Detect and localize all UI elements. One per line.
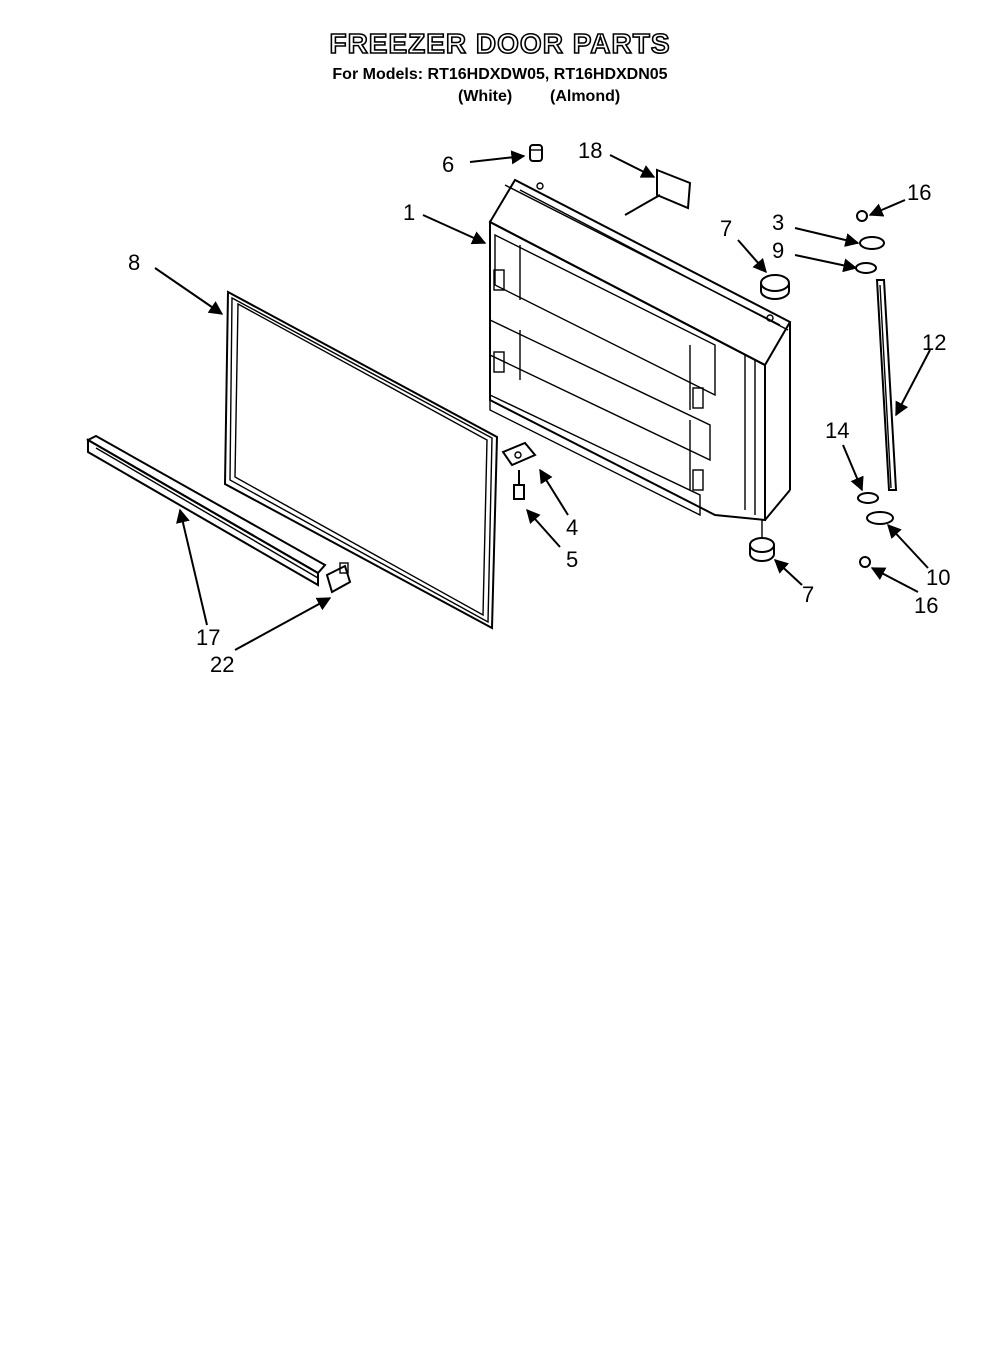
variant-white: (White) xyxy=(458,88,513,105)
callout-7-bottom: 7 xyxy=(802,582,814,607)
door-panel xyxy=(488,178,792,522)
callout-16-bottom: 16 xyxy=(914,593,938,618)
callout-14: 14 xyxy=(825,418,849,443)
door-trim-strip xyxy=(85,434,327,587)
bottom-bushing xyxy=(749,520,775,562)
page-title: FREEZER DOOR PARTS xyxy=(329,27,671,60)
top-bushing xyxy=(760,274,790,300)
callout-22: 22 xyxy=(210,652,234,677)
variant-almond: (Almond) xyxy=(550,88,621,105)
callout-12: 12 xyxy=(922,330,946,355)
callout-labels: 6 18 1 7 8 16 3 9 12 14 10 16 4 5 7 17 2… xyxy=(128,138,950,677)
leader-arrows xyxy=(154,150,931,651)
callout-8: 8 xyxy=(128,250,140,275)
callout-4: 4 xyxy=(566,515,578,540)
callout-9: 9 xyxy=(772,238,784,263)
callout-18: 18 xyxy=(578,138,602,163)
handle-bracket xyxy=(501,441,537,467)
bracket-screw xyxy=(513,470,525,500)
callout-6: 6 xyxy=(442,152,454,177)
models-line: For Models: RT16HDXDW05, RT16HDXDN05 xyxy=(332,66,668,83)
trim-end-cap xyxy=(325,562,352,594)
callout-17: 17 xyxy=(196,625,220,650)
callout-16-top: 16 xyxy=(907,180,931,205)
door-label xyxy=(656,168,692,210)
callout-7-top: 7 xyxy=(720,216,732,241)
handle-assembly xyxy=(855,210,898,568)
top-plug xyxy=(529,144,543,162)
door-gasket xyxy=(223,290,499,630)
callout-3: 3 xyxy=(772,210,784,235)
callout-10: 10 xyxy=(926,565,950,590)
callout-5: 5 xyxy=(566,547,578,572)
callout-1: 1 xyxy=(403,200,415,225)
